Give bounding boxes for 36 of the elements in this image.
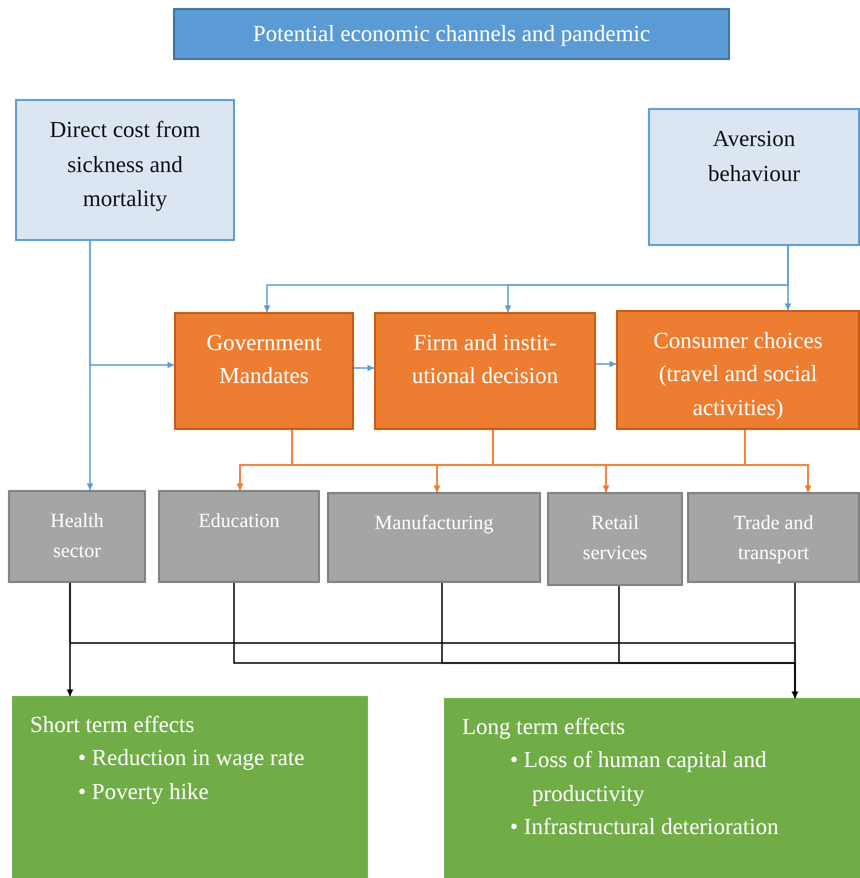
arrow [792, 583, 798, 698]
effects-heading: Long term effects [462, 713, 626, 741]
bullet-item: • Reduction in wage rate [78, 744, 304, 772]
title-box [173, 8, 730, 60]
node-label: Trade and transport [732, 511, 814, 566]
node-label: Direct cost from sickness and mortality [48, 116, 202, 213]
arrow [596, 360, 616, 368]
bullet-item: • Loss of human capital and productivity [510, 746, 768, 808]
node-label: Education [198, 509, 280, 534]
node-label: Potential economic channels and pandemic [252, 21, 650, 47]
channel-box [15, 99, 235, 241]
effects-panel [444, 698, 860, 878]
decision-box [174, 312, 354, 430]
bullet-item: • Infrastructural deterioration [510, 813, 780, 842]
node-label: Health sector [49, 509, 105, 564]
effects-heading: Short term effects [30, 711, 194, 739]
channel-box [648, 108, 860, 246]
decision-box [374, 312, 596, 430]
effects-panel [12, 696, 368, 878]
sector-box [8, 490, 146, 583]
arrow [744, 430, 812, 492]
node-label: Manufacturing [374, 511, 494, 536]
node-label: Retail services [582, 511, 648, 566]
arrow [89, 241, 174, 368]
node-label: Aversion behaviour [707, 125, 801, 188]
sector-box [547, 492, 683, 586]
bullet-item: • Poverty hike [78, 778, 210, 806]
arrow [354, 364, 374, 372]
arrow [784, 246, 792, 310]
node-label: Government Mandates [206, 329, 322, 390]
node-label: Firm and instit- utional decision [410, 329, 560, 390]
sector-box [158, 490, 320, 583]
decision-box [616, 310, 860, 430]
node-label: Consumer choices (travel and social activities) [652, 327, 824, 422]
sector-box [327, 492, 541, 583]
sector-box [687, 492, 860, 583]
